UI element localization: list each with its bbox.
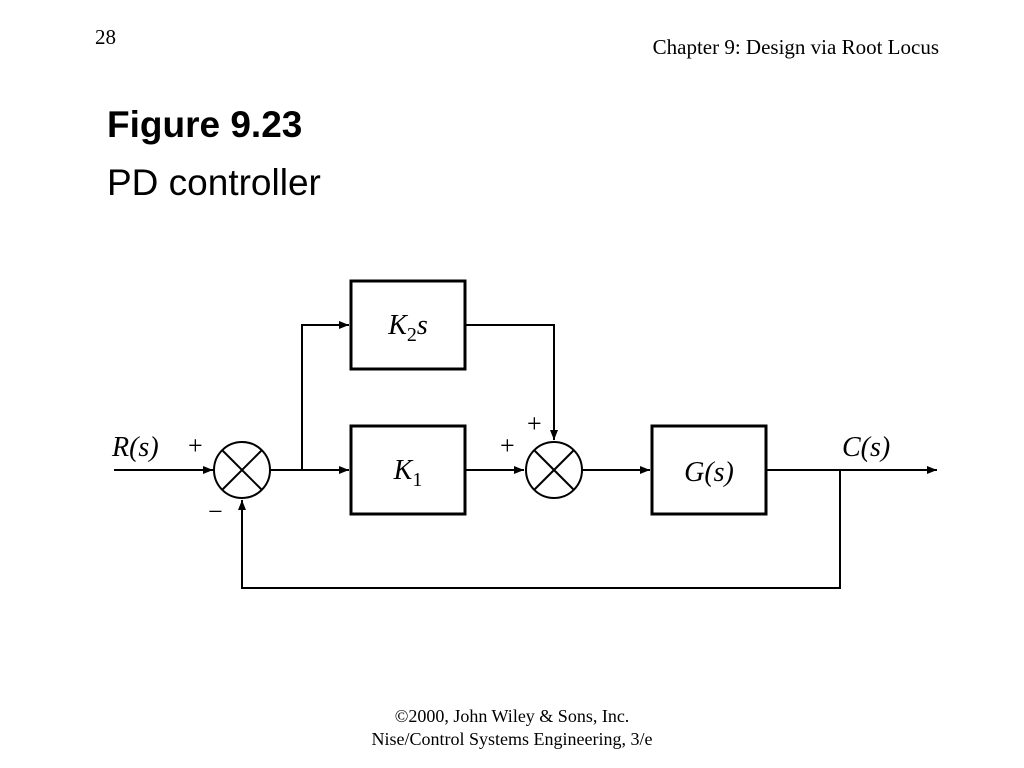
sum2-derivative-sign: + <box>527 409 542 438</box>
derivative-gain-subscript: 2 <box>407 324 417 346</box>
figure-title: Figure 9.23 <box>107 104 303 145</box>
proportional-gain-symbol: K <box>393 455 414 486</box>
plant-block: G(s) <box>650 424 768 516</box>
derivative-gain-block: K2s <box>349 279 467 371</box>
derivative-output-line <box>465 324 558 440</box>
svg-text:K2s: K2s <box>387 310 428 346</box>
sum1-feedback-sign: − <box>208 497 223 526</box>
figure-subtitle: PD controller <box>107 162 321 203</box>
chapter-title: Chapter 9: Design via Root Locus <box>652 35 939 59</box>
derivative-branch-line <box>301 321 349 470</box>
svg-text:K1: K1 <box>393 455 423 491</box>
sum2-proportional-sign: + <box>500 431 515 460</box>
output-label: C(s) <box>842 432 890 463</box>
book-citation-line: Nise/Control Systems Engineering, 3/e <box>371 729 653 749</box>
proportional-gain-block: K1 <box>349 424 467 516</box>
derivative-gain-symbol: K <box>387 310 408 341</box>
input-label: R(s) <box>111 432 159 463</box>
feedback-line <box>238 470 841 589</box>
footer: ©2000, John Wiley & Sons, Inc. Nise/Cont… <box>0 705 1024 751</box>
summing-junction-1 <box>213 441 271 499</box>
plant-label: G(s) <box>684 457 734 488</box>
summing-junction-2 <box>525 441 583 499</box>
copyright-line: ©2000, John Wiley & Sons, Inc. <box>394 706 630 726</box>
proportional-gain-subscript: 1 <box>412 469 422 491</box>
derivative-gain-variable: s <box>417 310 428 341</box>
sum1-input-sign: + <box>188 431 203 460</box>
page-number: 28 <box>95 25 116 49</box>
